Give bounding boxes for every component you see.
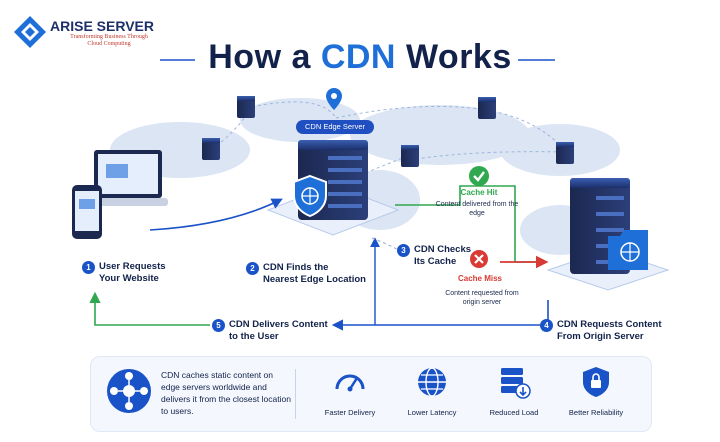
mini-server [478, 97, 496, 119]
mini-server [202, 138, 220, 160]
feature-label: Better Reliability [568, 408, 624, 417]
cache-hit-label: Cache Hit [460, 188, 498, 197]
title-suffix: Works [396, 38, 512, 76]
check-icon [469, 166, 489, 186]
page-title: How a CDN Works [0, 38, 720, 77]
feature-lower-latency: Lower Latency [387, 365, 477, 417]
step-line: CDN Requests Content [557, 319, 662, 330]
arrow-user-to-edge [149, 198, 283, 231]
globe-icon [418, 367, 446, 397]
server-download-icon [501, 368, 531, 399]
step-line: User Requests [99, 261, 166, 272]
cache-hit-note: Content delivered from the edge [435, 201, 519, 217]
step-line: Your Website [99, 273, 159, 284]
network-globe-icon [107, 369, 151, 413]
step-line: Its Cache [414, 256, 457, 267]
step-line: CDN Delivers Content [229, 319, 328, 330]
step-line: From Origin Server [557, 331, 644, 342]
step-line: to the User [229, 331, 279, 342]
cross-icon [470, 250, 488, 268]
feature-reduced-load: Reduced Load [469, 365, 559, 417]
mini-server [401, 145, 419, 167]
benefits-panel: CDN caches static content on edge server… [90, 356, 652, 432]
step-number: 2 [246, 262, 259, 275]
summary-text: CDN caches static content on edge server… [161, 370, 291, 416]
feature-label: Faster Delivery [324, 408, 376, 417]
laptop-icon [88, 150, 168, 206]
title-prefix: How a [208, 38, 321, 76]
mini-server [556, 142, 574, 164]
step-line: CDN Checks [414, 244, 472, 255]
brand-tagline: Transforming Business Through Cloud Comp… [70, 34, 148, 47]
step-number: 3 [397, 244, 410, 257]
step-number: 1 [82, 261, 95, 274]
folder-globe-icon [608, 230, 648, 270]
shield-globe-icon [293, 174, 327, 218]
feature-label: Reduced Load [489, 408, 539, 417]
shield-lock-icon [583, 367, 609, 397]
feature-faster-delivery: Faster Delivery [305, 365, 395, 417]
brand-name: ARISE SERVER [50, 18, 154, 34]
mini-server [237, 96, 255, 118]
feature-better-reliability: Better Reliability [551, 365, 641, 417]
phone-icon [72, 185, 102, 239]
step-number: 4 [540, 319, 553, 332]
panel-divider [295, 369, 296, 419]
speedometer-icon [335, 374, 365, 392]
feature-label: Lower Latency [407, 408, 457, 417]
step-number: 5 [212, 319, 225, 332]
step-line: CDN Finds the [263, 262, 329, 273]
location-pin-icon [326, 88, 342, 110]
title-highlight: CDN [320, 38, 396, 76]
arrow-step5-to-user [89, 291, 210, 326]
edge-server-label: CDN Edge Server [296, 120, 374, 134]
cache-miss-label: Cache Miss [457, 274, 503, 283]
brand-logo: ARISE SERVER Transforming Business Throu… [14, 12, 154, 52]
step-line: Nearest Edge Location [263, 274, 366, 285]
brand-diamond-icon [14, 16, 46, 48]
cache-miss-note: Content requested from origin server [445, 290, 519, 306]
